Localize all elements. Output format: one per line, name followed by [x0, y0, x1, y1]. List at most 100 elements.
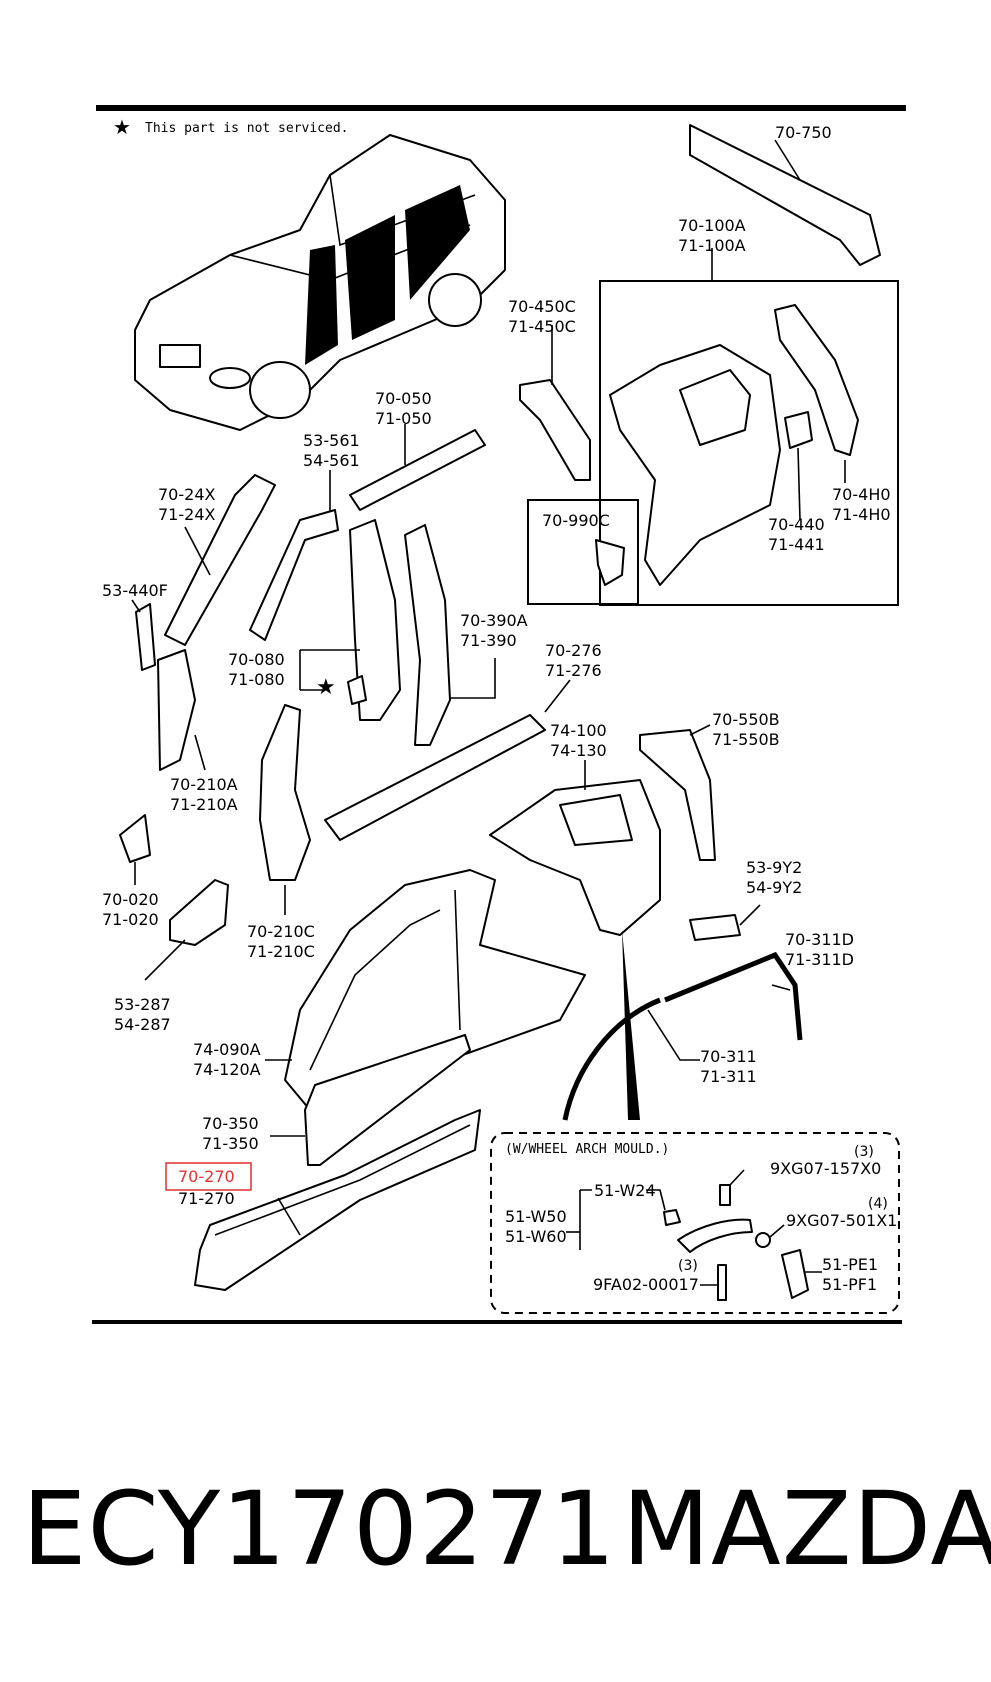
part-70-020 — [119, 814, 151, 863]
label-70-350: 70-350 — [202, 1114, 259, 1133]
part-9FA02-00017 — [717, 1264, 727, 1301]
inset-title: (W/WHEEL ARCH MOULD.) — [505, 1142, 669, 1157]
not-serviced-note: This part is not serviced. — [145, 121, 349, 136]
group-box-70-100A — [599, 280, 899, 606]
label-70-750: 70-750 — [775, 123, 832, 142]
label-53-287: 53-287 — [114, 995, 171, 1014]
label-70-100A: 70-100A — [678, 216, 746, 235]
qty-3-a: (3) — [854, 1144, 874, 1160]
highlight-box-70-270 — [165, 1162, 252, 1191]
label-53-561: 53-561 — [303, 431, 360, 450]
label-70-210C: 70-210C — [247, 922, 315, 941]
label-53-440F: 53-440F — [102, 581, 168, 600]
label-71-311D: 71-311D — [785, 950, 854, 969]
part-9XG07-501X1 — [755, 1232, 771, 1248]
part-70-311D — [664, 951, 803, 1041]
label-51-W24: 51-W24 — [594, 1181, 656, 1200]
label-9XG07-501X1: 9XG07-501X1 — [786, 1211, 897, 1230]
label-71-210C: 71-210C — [247, 942, 315, 961]
vehicle-illustration — [134, 134, 506, 431]
label-70-990C: 70-990C — [542, 511, 610, 530]
part-70-390A — [404, 524, 451, 746]
label-71-020: 71-020 — [102, 910, 159, 929]
part-number: ECY170271 — [22, 1470, 617, 1589]
part-51-W24-clip — [663, 1209, 681, 1226]
label-70-450C: 70-450C — [508, 297, 576, 316]
part-70-276 — [324, 714, 546, 841]
label-71-24X: 71-24X — [158, 505, 215, 524]
label-71-270: 71-270 — [178, 1189, 235, 1208]
label-51-W50: 51-W50 — [505, 1207, 567, 1226]
part-51-PE1 — [781, 1249, 809, 1299]
label-71-550B: 71-550B — [712, 730, 780, 749]
label-51-PE1: 51-PE1 — [822, 1255, 878, 1274]
label-70-270: 70-270 — [178, 1167, 235, 1186]
part-70-450C — [519, 379, 591, 481]
brand-name: MAZDA — [622, 1470, 991, 1589]
label-71-390: 71-390 — [460, 631, 517, 650]
label-71-276: 71-276 — [545, 661, 602, 680]
label-9FA02-00017: 9FA02-00017 — [593, 1275, 699, 1294]
label-70-311D: 70-311D — [785, 930, 854, 949]
label-70-020: 70-020 — [102, 890, 159, 909]
star-marker-icon: ★ — [316, 675, 336, 700]
label-70-210A: 70-210A — [170, 775, 238, 794]
label-71-080: 71-080 — [228, 670, 285, 689]
label-71-350: 71-350 — [202, 1134, 259, 1153]
label-9XG07-157X0: 9XG07-157X0 — [770, 1159, 881, 1178]
label-71-210A: 71-210A — [170, 795, 238, 814]
part-70-210A — [157, 649, 196, 771]
label-70-050: 70-050 — [375, 389, 432, 408]
label-71-100A: 71-100A — [678, 236, 746, 255]
label-51-PF1: 51-PF1 — [822, 1275, 877, 1294]
label-70-550B: 70-550B — [712, 710, 780, 729]
part-70-311 — [562, 997, 661, 1121]
part-53-287 — [169, 879, 229, 946]
label-71-441: 71-441 — [768, 535, 825, 554]
part-9XG07-157X0 — [719, 1184, 731, 1206]
qty-4: (4) — [868, 1196, 888, 1212]
qty-3-b: (3) — [678, 1258, 698, 1274]
star-icon: ★ — [113, 115, 131, 139]
label-70-276: 70-276 — [545, 641, 602, 660]
parts-diagram: ★ This part is not serviced. 70-750 70-1… — [92, 105, 906, 1324]
label-53-9Y2: 53-9Y2 — [746, 858, 802, 877]
footer: ECY170271 MAZDA — [0, 1455, 991, 1605]
part-51-W50-mould — [677, 1218, 753, 1253]
pointer-arrow — [622, 930, 640, 1120]
label-74-090A: 74-090A — [193, 1040, 261, 1059]
label-51-W60: 51-W60 — [505, 1227, 567, 1246]
label-71-050: 71-050 — [375, 409, 432, 428]
box-70-990C — [527, 499, 639, 605]
part-53-440F — [135, 603, 156, 671]
label-54-9Y2: 54-9Y2 — [746, 878, 802, 897]
label-54-561: 54-561 — [303, 451, 360, 470]
part-53-561 — [249, 509, 339, 641]
part-70-100A-quarter-inner — [609, 344, 781, 586]
label-74-100: 74-100 — [550, 721, 607, 740]
label-71-450C: 71-450C — [508, 317, 576, 336]
part-70-990C — [595, 539, 625, 586]
label-71-4H0: 71-4H0 — [832, 505, 891, 524]
part-70-350 — [304, 1034, 471, 1166]
part-53-9Y2 — [689, 914, 741, 941]
label-74-120A: 74-120A — [193, 1060, 261, 1079]
label-71-311: 71-311 — [700, 1067, 757, 1086]
part-70-440 — [784, 411, 813, 449]
label-70-440: 70-440 — [768, 515, 825, 534]
label-70-311: 70-311 — [700, 1047, 757, 1066]
label-70-4H0: 70-4H0 — [832, 485, 891, 504]
label-70-390A: 70-390A — [460, 611, 528, 630]
part-70-080 — [349, 519, 401, 721]
part-70-210C — [259, 704, 311, 881]
part-70-24X — [164, 474, 276, 646]
part-74-090A — [284, 869, 586, 1111]
label-70-24X: 70-24X — [158, 485, 215, 504]
part-70-550B — [639, 729, 716, 861]
inset-wheel-arch-mould — [490, 1132, 900, 1314]
part-70-4H0 — [774, 304, 859, 456]
part-70-750 — [689, 124, 881, 266]
part-70-050 — [349, 429, 486, 511]
label-74-130: 74-130 — [550, 741, 607, 760]
label-70-080: 70-080 — [228, 650, 285, 669]
